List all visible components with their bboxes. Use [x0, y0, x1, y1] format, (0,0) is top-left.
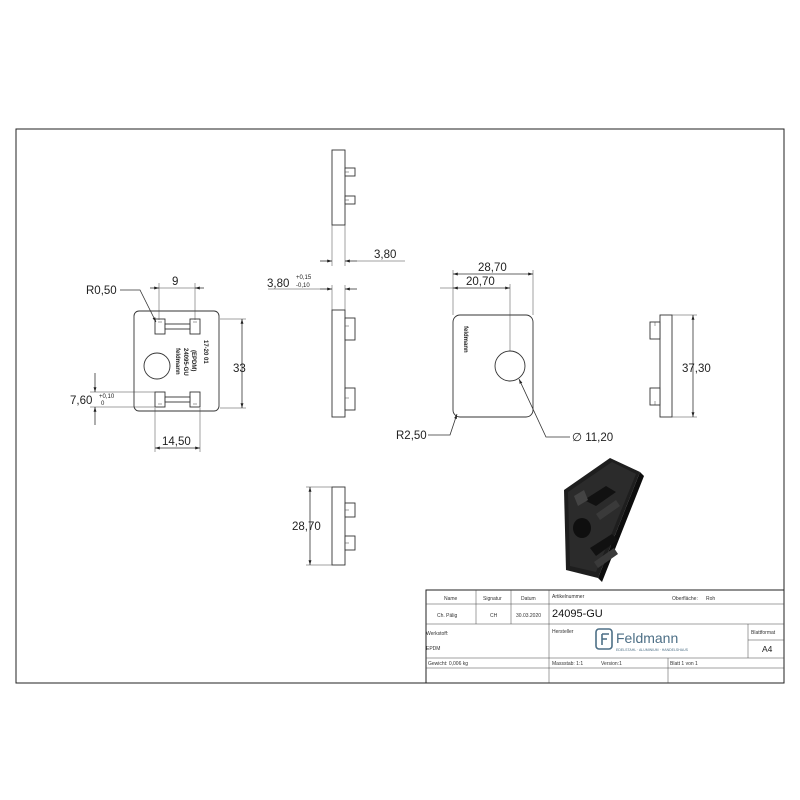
tb-article-label: Artikelnummer: [552, 594, 585, 600]
dim-side-tol-lower: -0,10: [296, 283, 310, 289]
tb-date: 30.03.2020: [516, 613, 541, 619]
tb-format-value: A4: [762, 644, 773, 654]
tb-company: Feldmann: [616, 630, 678, 646]
dim-slot-width: 7,60: [70, 395, 92, 407]
side-view-top: 3,80: [320, 149, 405, 266]
tb-weight: Gewicht: 0,006 kg: [428, 661, 468, 667]
dim-bottom-width: 14,50: [162, 436, 191, 448]
dim-right-height: 37,30: [682, 363, 711, 375]
dim-slot-spacing: 9: [172, 276, 178, 288]
tb-col-date: Datum: [521, 596, 536, 602]
tb-scale: Massstab: 1:1: [552, 661, 583, 667]
dim-bottom-height: 28,70: [292, 521, 321, 533]
dim-slot-tol-lower: 0: [101, 401, 105, 407]
tb-col-name: Name: [444, 596, 458, 602]
tb-material-label: Werkstoff:: [426, 631, 448, 637]
dim-hole-diameter: ∅ 11,20: [572, 432, 613, 444]
tb-surface-label: Oberfläche:: [672, 596, 698, 602]
tb-signature: CH: [490, 613, 498, 619]
tb-version: Version:1: [601, 661, 622, 667]
dim-top-thickness: 3,80: [374, 249, 396, 261]
dim-radius: R0,50: [86, 285, 117, 297]
side-view-bottom: 28,70: [292, 486, 356, 566]
tb-manufacturer-label: Hersteller: [552, 629, 574, 635]
tb-surface-value: Roh: [706, 596, 715, 602]
dim-height: 33: [233, 363, 246, 375]
tb-format-label: Blattformat: [751, 630, 776, 636]
dim-back-width: 28,70: [478, 262, 507, 274]
back-engraving-brand: feldmann: [462, 326, 468, 353]
front-engraving-material: (EPDM): [190, 350, 196, 371]
front-view-plate: [133, 310, 220, 412]
dim-side-tol-upper: +0,15: [296, 275, 312, 281]
dim-side-thickness: 3,80: [267, 278, 289, 290]
front-engraving-brand: feldmann: [174, 348, 180, 375]
drawing-frame: [15, 128, 785, 684]
side-view-right: 37,30: [649, 314, 711, 418]
back-view: feldmann 28,70 20,70 R2,50 ∅ 11,20: [396, 262, 613, 444]
tb-material-value: EPDM: [426, 646, 440, 652]
tb-col-signature: Signatur: [483, 596, 502, 602]
tb-sheet: Blatt 1 von 1: [670, 661, 698, 667]
top-slot: [154, 318, 201, 335]
feldmann-logo: [595, 628, 613, 650]
bottom-slot: [154, 391, 201, 408]
title-block: Name Signatur Datum Ch. Pälig CH 30.03.2…: [425, 589, 785, 684]
isometric-view: [564, 458, 644, 582]
tb-name: Ch. Pälig: [437, 613, 458, 619]
tb-company-tagline: EDELSTAHL · ALUMINIUM · HANDELSHAUS: [616, 648, 689, 652]
dim-slot-tol-upper: +0,10: [99, 394, 115, 400]
tb-article-number: 24095-GU: [552, 608, 603, 620]
front-engraving-date: 17-20 01: [202, 340, 208, 364]
dim-hole-offset: 20,70: [466, 276, 495, 288]
front-engraving-article: 24095-GU: [182, 348, 188, 376]
dim-corner-radius: R2,50: [396, 430, 427, 442]
front-view: feldmann 24095-GU (EPDM) 17-20 01 9 R0,5…: [70, 276, 246, 452]
front-view-hole: [143, 352, 171, 380]
side-view-middle: 3,80 +0,15 -0,10: [267, 275, 357, 418]
back-view-hole: [494, 350, 526, 382]
